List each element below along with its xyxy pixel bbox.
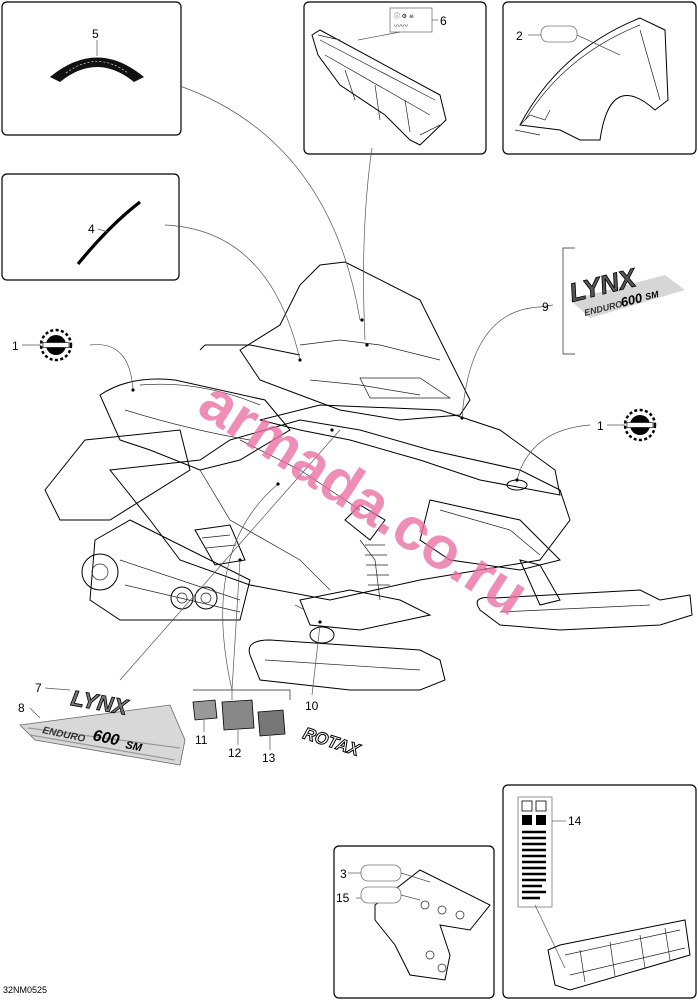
callout-15: 15 <box>336 891 350 905</box>
gear-badge-right-icon <box>623 408 657 442</box>
detail-box-14: 14 <box>502 784 697 999</box>
snowmobile-illustration <box>44 261 693 691</box>
callout-11: 11 <box>195 733 208 747</box>
callout-14: 14 <box>568 814 582 828</box>
callout-1-right: 1 <box>597 419 604 433</box>
logo-8-600: 600 <box>91 727 121 749</box>
callout-5: 5 <box>92 27 99 41</box>
callout-3: 3 <box>340 867 347 881</box>
detail-box-5: 5 <box>1 1 182 136</box>
callout-1-left: 1 <box>12 339 19 353</box>
detail-box-4: 4 <box>1 173 180 281</box>
detail-box-6: ⓘ ⚙ ☠ 〰〰 6 <box>303 1 487 155</box>
lynx-logo-decal-7-8: LYNX ENDURO 600 SM 7 8 <box>18 681 186 766</box>
callout-9: 9 <box>542 300 549 314</box>
lynx-logo-decal-9: LYNX ENDURO 600 SM 9 <box>539 247 685 355</box>
logo-9-600: 600 <box>619 290 644 310</box>
callout-13: 13 <box>262 751 276 765</box>
callout-6: 6 <box>440 14 447 28</box>
logo-9-sm: SM <box>644 289 660 302</box>
vent-decals-11-12-13: 11 12 13 <box>192 689 291 765</box>
rotax-logo: ROTAX <box>301 724 364 761</box>
callout-7: 7 <box>35 681 42 695</box>
callout-10: 10 <box>305 699 319 713</box>
callout-8: 8 <box>18 701 25 715</box>
svg-text:ⓘ ⚙ ☠: ⓘ ⚙ ☠ <box>394 12 415 20</box>
watermark-text: armada.co.ru <box>188 367 541 628</box>
callout-4: 4 <box>88 222 95 236</box>
drawing-code-label: 32NM0525 <box>3 985 48 995</box>
leader-lines <box>89 85 591 700</box>
gear-badge-left-icon <box>39 328 73 362</box>
svg-text:〰〰: 〰〰 <box>394 23 408 30</box>
logo-7-lynx: LYNX <box>69 685 131 720</box>
detail-box-2: 2 <box>502 1 697 155</box>
callout-2: 2 <box>516 29 523 43</box>
logo-8-sm: SM <box>124 739 143 754</box>
detail-box-3-15: 3 15 <box>333 845 495 999</box>
callout-12: 12 <box>228 746 242 760</box>
rotax-decal-10: 10 ROTAX <box>300 699 364 761</box>
